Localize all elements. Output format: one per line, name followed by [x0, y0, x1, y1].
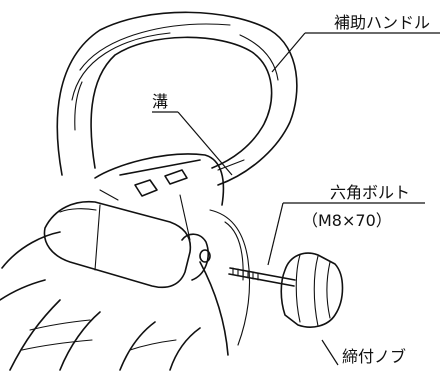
auxiliary-handle-label: 補助ハンドル — [334, 13, 430, 32]
hex-bolt-label: 六角ボルト — [330, 183, 410, 202]
machine-body — [0, 209, 251, 371]
clamp-knob — [280, 252, 344, 328]
auxiliary-handle — [56, 11, 298, 201]
handle-mount — [94, 153, 225, 281]
groove-label: 溝 — [152, 92, 168, 111]
grip-cap — [43, 200, 192, 289]
bolt-size-label: （M8×70） — [302, 211, 392, 230]
leader-lines — [152, 32, 440, 366]
hex-bolt — [199, 249, 296, 287]
clamp-knob-label: 締付ノブ — [342, 347, 406, 366]
